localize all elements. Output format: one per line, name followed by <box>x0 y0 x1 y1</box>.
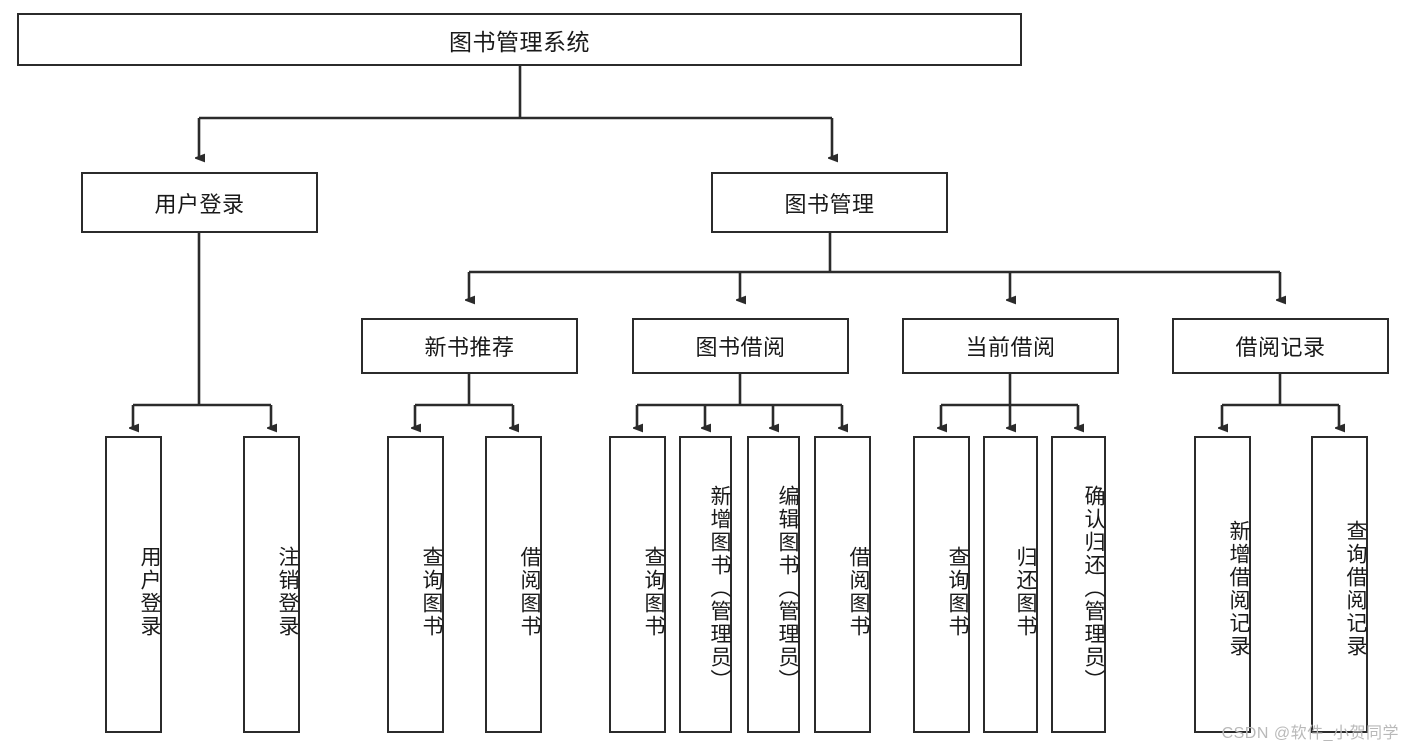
leaf-record-add-record[interactable]: 新增借阅记录 <box>1194 436 1251 733</box>
node-label: 新增借阅记录 <box>1227 519 1250 658</box>
node-label: 编辑图书（管理员） <box>776 485 799 692</box>
node-label: 查询图书 <box>420 545 443 638</box>
node-book-management[interactable]: 图书管理 <box>711 172 948 233</box>
node-label: 借阅图书 <box>847 545 870 638</box>
node-label: 图书管理系统 <box>449 28 590 55</box>
node-label: 确认归还（管理员） <box>1082 485 1105 692</box>
leaf-borrow-edit-book-admin[interactable]: 编辑图书（管理员） <box>747 436 800 733</box>
node-label: 新增图书（管理员） <box>708 485 731 692</box>
node-label: 借阅图书 <box>518 545 541 638</box>
node-label: 查询图书 <box>946 545 969 638</box>
node-label: 图书管理 <box>784 191 875 217</box>
leaf-recommend-query-book[interactable]: 查询图书 <box>387 436 444 733</box>
leaf-borrow-query-book[interactable]: 查询图书 <box>609 436 666 733</box>
node-current-borrow[interactable]: 当前借阅 <box>902 318 1119 374</box>
leaf-current-confirm-return-admin[interactable]: 确认归还（管理员） <box>1051 436 1106 733</box>
node-label: 新书推荐 <box>424 335 515 360</box>
leaf-current-return-book[interactable]: 归还图书 <box>983 436 1038 733</box>
node-label: 用户登录 <box>138 545 161 638</box>
node-label: 查询图书 <box>642 545 665 638</box>
leaf-current-query-book[interactable]: 查询图书 <box>913 436 970 733</box>
node-root-system[interactable]: 图书管理系统 <box>17 13 1022 66</box>
node-label: 查询借阅记录 <box>1344 519 1367 658</box>
node-label: 用户登录 <box>154 191 245 217</box>
node-label: 图书借阅 <box>695 335 786 360</box>
node-label: 借阅记录 <box>1235 335 1326 360</box>
leaf-user-login-signin[interactable]: 用户登录 <box>105 436 162 733</box>
node-label: 注销登录 <box>276 545 299 638</box>
leaf-user-login-signout[interactable]: 注销登录 <box>243 436 300 733</box>
node-label: 当前借阅 <box>965 335 1056 360</box>
leaf-recommend-borrow-book[interactable]: 借阅图书 <box>485 436 542 733</box>
node-book-borrow[interactable]: 图书借阅 <box>632 318 849 374</box>
leaf-borrow-borrow-book[interactable]: 借阅图书 <box>814 436 871 733</box>
node-user-login[interactable]: 用户登录 <box>81 172 318 233</box>
node-label: 归还图书 <box>1014 545 1037 638</box>
watermark-credit: CSDN @软件_小贺同学 <box>1221 725 1399 742</box>
node-new-book-recommend[interactable]: 新书推荐 <box>361 318 578 374</box>
leaf-borrow-add-book-admin[interactable]: 新增图书（管理员） <box>679 436 732 733</box>
node-borrow-record[interactable]: 借阅记录 <box>1172 318 1389 374</box>
leaf-record-query-record[interactable]: 查询借阅记录 <box>1311 436 1368 733</box>
